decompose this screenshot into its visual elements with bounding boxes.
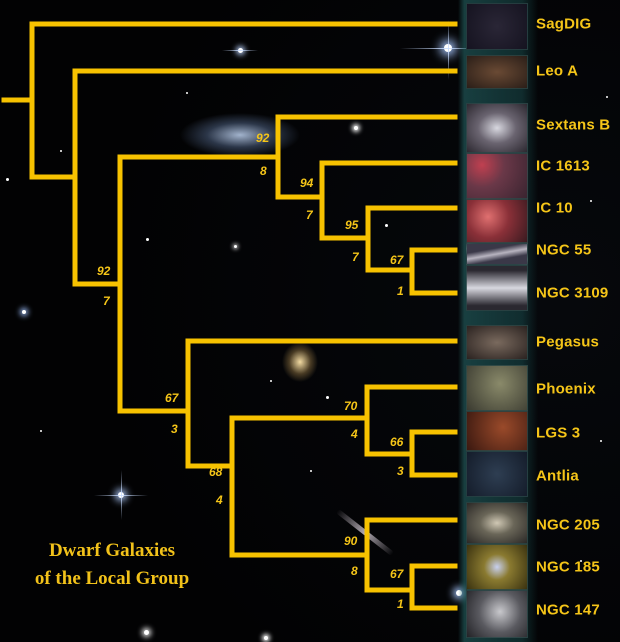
node-support-lower-major: 67 xyxy=(165,391,179,405)
star xyxy=(40,430,42,432)
branch-lgs-3 xyxy=(409,429,458,478)
star-flare xyxy=(448,20,449,80)
branch-leo-a xyxy=(72,68,458,287)
star xyxy=(186,92,188,94)
leaf-label-pegasus: Pegasus xyxy=(536,333,600,351)
star xyxy=(606,96,608,98)
galaxy-thumbnail-leo-a xyxy=(466,55,528,89)
node-count-lgs-3: 3 xyxy=(397,464,404,478)
node-count-ngc-55: 1 xyxy=(397,284,404,298)
node-count-sextans-b: 8 xyxy=(260,164,267,178)
galaxy-thumbnail-ngc-55 xyxy=(466,243,528,265)
node-support-phoenix: 70 xyxy=(344,399,358,413)
galaxy-thumbnail-ngc-185 xyxy=(466,544,528,590)
galaxy-thumbnail-pegasus xyxy=(466,325,528,360)
branch-sextans-b xyxy=(275,114,458,200)
galaxy-thumbnail-sextans-b xyxy=(466,103,528,153)
branch-ngc-205 xyxy=(364,517,458,593)
leaf-label-sextans-b: Sextans B xyxy=(536,116,611,134)
node-support-ic-1613: 94 xyxy=(300,176,314,190)
node-support-ngc-205: 90 xyxy=(344,534,358,548)
node-support-upper-major: 92 xyxy=(97,264,111,278)
star xyxy=(264,636,268,640)
node-count-phoenix-ngc: 4 xyxy=(216,493,223,507)
star-flare xyxy=(400,48,490,49)
leaf-label-ic-1613: IC 1613 xyxy=(536,157,590,175)
node-support-lgs-3: 66 xyxy=(390,435,404,449)
branch-pegasus xyxy=(185,338,458,469)
leaf-label-ngc-205: NGC 205 xyxy=(536,516,600,534)
leaf-label-ic-10: IC 10 xyxy=(536,199,573,217)
branch-ic-1613 xyxy=(319,160,458,241)
galaxy-thumbnail-sagdig xyxy=(466,3,528,50)
node-support-ic-10: 95 xyxy=(345,218,359,232)
star xyxy=(310,470,312,472)
branch-ngc-55 xyxy=(409,247,458,296)
branch-ngc-185 xyxy=(409,563,458,611)
galaxy-thumbnail-ic-1613 xyxy=(466,153,528,199)
star-flare xyxy=(121,470,122,520)
star xyxy=(326,396,329,399)
galaxy-thumbnail-lgs-3 xyxy=(466,411,528,451)
star xyxy=(6,178,9,181)
star xyxy=(144,630,149,635)
galaxy-thumbnail-ngc-3109 xyxy=(466,265,528,311)
node-count-ngc-205: 8 xyxy=(351,564,358,578)
leaf-label-ngc-3109: NGC 3109 xyxy=(536,284,609,302)
star xyxy=(146,238,149,241)
branch-phoenix xyxy=(364,384,458,457)
branch-major-split xyxy=(117,154,191,414)
star xyxy=(385,224,388,227)
star xyxy=(60,150,62,152)
node-support-sextans-b: 92 xyxy=(256,131,270,145)
star xyxy=(580,560,582,562)
leaf-label-antlia: Antlia xyxy=(536,467,579,485)
node-count-lower-major: 3 xyxy=(171,422,178,436)
diagram-title-line-2: of the Local Group xyxy=(34,568,190,589)
node-support-phoenix-ngc: 68 xyxy=(209,465,223,479)
node-count-ngc-185: 1 xyxy=(397,597,404,611)
star xyxy=(22,310,26,314)
leaf-label-lgs-3: LGS 3 xyxy=(536,424,581,442)
galaxy-thumbnail-antlia xyxy=(466,451,528,497)
node-support-ngc-185: 67 xyxy=(390,567,404,581)
galaxy-thumbnail-ic-10 xyxy=(466,199,528,243)
leaf-label-sagdig: SagDIG xyxy=(536,15,592,33)
node-count-phoenix: 4 xyxy=(351,427,358,441)
branch-ic-10 xyxy=(365,205,458,273)
leaf-label-leo-a: Leo A xyxy=(536,62,579,80)
galaxy-thumbnail-ngc-205 xyxy=(466,502,528,544)
diagram-title-line-1: Dwarf Galaxies xyxy=(48,540,176,561)
star xyxy=(234,245,237,248)
branch-root-node xyxy=(29,21,458,180)
star xyxy=(600,440,602,442)
node-count-ic-1613: 7 xyxy=(306,208,313,222)
galaxy-thumbnail-phoenix xyxy=(466,365,528,411)
star xyxy=(354,126,358,130)
star xyxy=(270,380,272,382)
leaf-label-phoenix: Phoenix xyxy=(536,380,596,398)
diagram-title: Dwarf Galaxies of the Local Group xyxy=(12,537,212,593)
node-count-upper-major: 7 xyxy=(103,294,110,308)
branch-phoenix-ngc xyxy=(229,415,370,558)
leaf-label-ngc-185: NGC 185 xyxy=(536,558,600,576)
galaxy-thumbnail-ngc-147 xyxy=(466,590,528,638)
node-support-ngc-55: 67 xyxy=(390,253,404,267)
node-count-ic-10: 7 xyxy=(352,250,359,264)
leaf-label-ngc-55: NGC 55 xyxy=(536,241,592,259)
leaf-label-ngc-147: NGC 147 xyxy=(536,601,600,619)
star xyxy=(590,200,592,202)
star-flare xyxy=(222,50,258,51)
